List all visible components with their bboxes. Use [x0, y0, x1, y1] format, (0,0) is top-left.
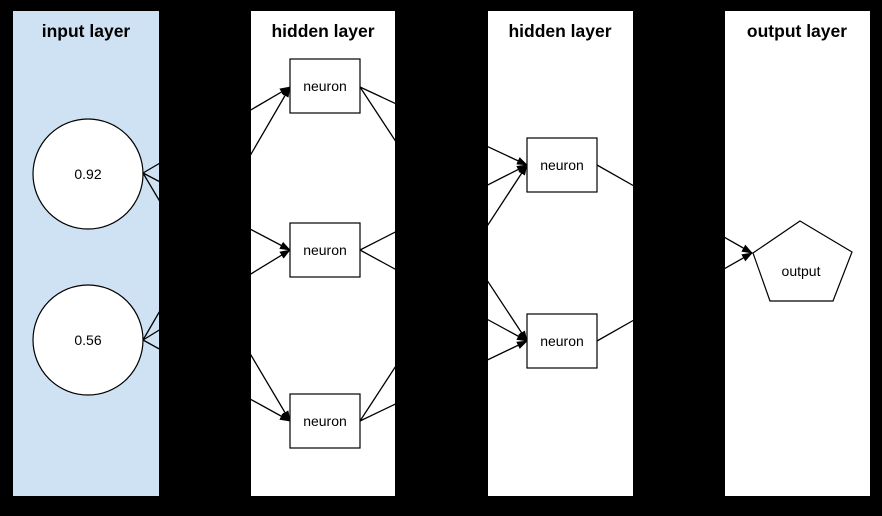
input-node-2-label: 0.56	[74, 332, 101, 348]
input-node-1-circle	[32, 118, 144, 230]
layer-title-input: input layer	[42, 21, 131, 41]
layer-title-output: output layer	[747, 21, 847, 41]
hidden2-neuron-1-label: neuron	[540, 157, 584, 173]
hidden1-neuron-1-box	[289, 58, 361, 114]
hidden1-neuron-2-box	[289, 222, 361, 278]
hidden-layer-1-nodes: neuron neuron neuron	[289, 58, 361, 449]
hidden1-neuron-1-label: neuron	[303, 78, 347, 94]
hidden1-neuron-2-label: neuron	[303, 242, 347, 258]
layer-title-hidden-1: hidden layer	[271, 21, 374, 41]
input-nodes: 0.92 0.56	[32, 118, 144, 396]
hidden1-neuron-3-label: neuron	[303, 413, 347, 429]
layer-title-hidden-2: hidden layer	[508, 21, 611, 41]
layer-titles: input layer hidden layer hidden layer ou…	[42, 21, 848, 41]
layer-panel-input	[13, 11, 159, 496]
hidden-layer-2-nodes: neuron neuron	[526, 137, 598, 369]
input-node-1-label: 0.92	[74, 166, 101, 182]
layer-panel-hidden-2	[488, 11, 633, 496]
hidden2-neuron-2-box	[526, 313, 598, 369]
output-node-pentagon	[752, 220, 853, 302]
hidden2-neuron-2-label: neuron	[540, 333, 584, 349]
output-node: output	[752, 220, 853, 302]
hidden2-neuron-1-box	[526, 137, 598, 193]
hidden1-neuron-3-box	[289, 393, 361, 449]
output-node-label: output	[782, 263, 821, 279]
input-node-2-circle	[32, 284, 144, 396]
